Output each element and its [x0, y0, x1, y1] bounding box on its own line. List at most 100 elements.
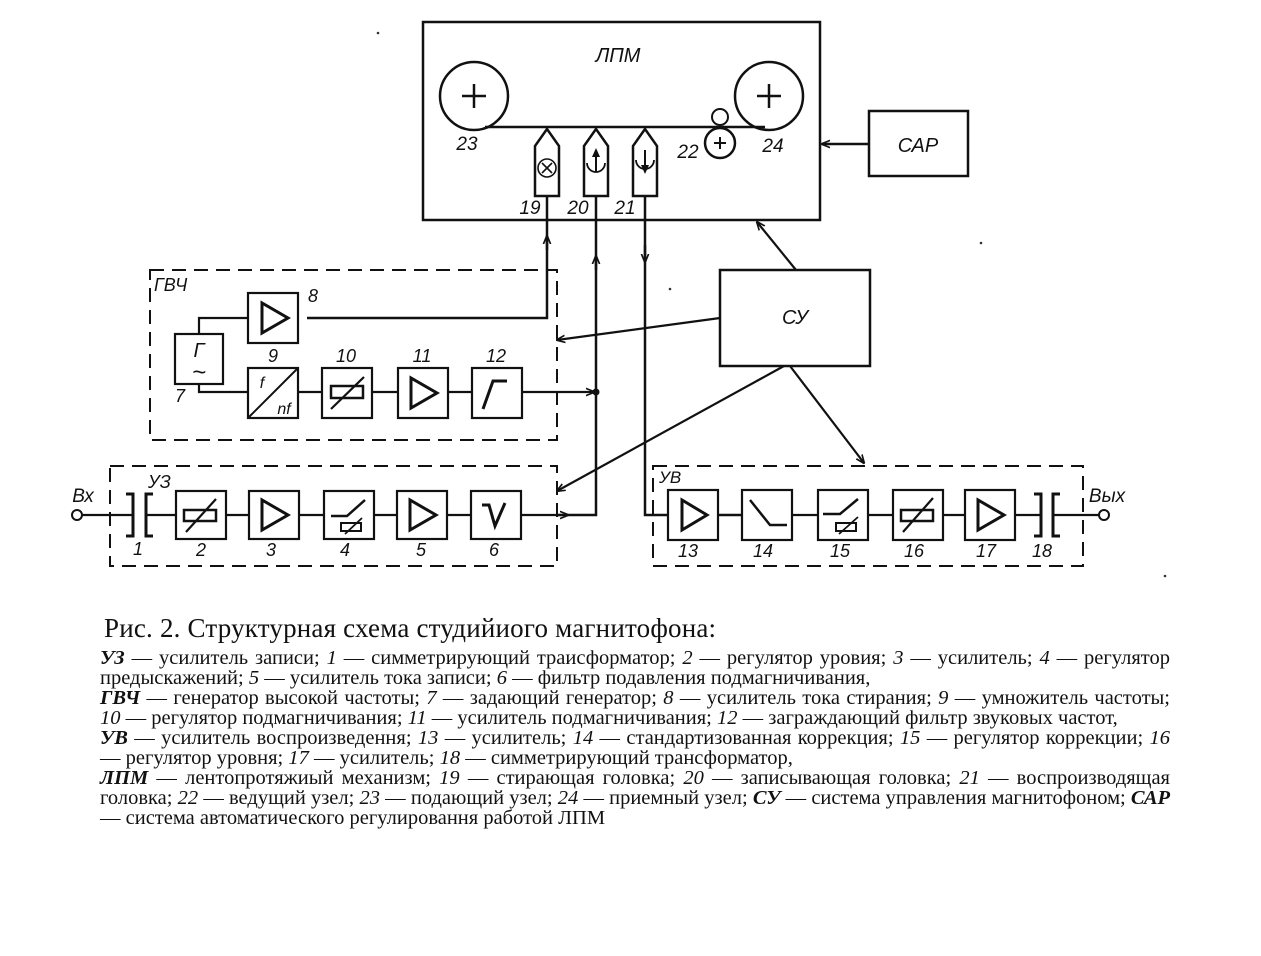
legend-key: 21 — [959, 767, 980, 789]
legend-key: 13 — [417, 727, 439, 749]
erase-amplifier-block — [246, 291, 300, 345]
label-16: 16 — [904, 541, 925, 561]
legend-text: — усилитель; — [438, 727, 573, 749]
label-22: 22 — [676, 142, 699, 163]
output-label: Вых — [1089, 486, 1127, 507]
figure-caption: Рис. 2. Структурная схема студийиого маг… — [100, 612, 1170, 828]
legend-text: — лентопротяжиый механизм; — [148, 767, 440, 789]
capstan-icon — [703, 108, 737, 160]
legend-key: 15 — [899, 727, 921, 749]
label-10: 10 — [336, 346, 356, 366]
legend-key: 2 — [682, 647, 693, 669]
input-label: Вх — [72, 486, 95, 507]
legend-key: 1 — [326, 647, 337, 669]
input-terminal[interactable] — [71, 509, 83, 521]
tape-transport-block: ЛПМ — [421, 20, 822, 222]
record-amplifier-block — [247, 489, 301, 541]
legend-text: — симметрирующий траисформатор; — [336, 647, 683, 669]
legend-key: 4 — [1039, 647, 1050, 669]
legend-key: 10 — [100, 707, 121, 729]
record-head-icon — [582, 126, 610, 198]
playback-signal-line — [643, 196, 668, 517]
legend-text: — генератор высокой частоты; — [140, 687, 427, 709]
playback-head-icon — [631, 126, 659, 198]
legend-paragraph: УВ — усилитель воспроизведення; 13 — уси… — [100, 727, 1171, 769]
gen-to-8-wire — [197, 316, 248, 334]
uv-group: УВ 13 14 15 16 17 18 — [652, 465, 1127, 567]
legend-text: — усилитель тока стирания; — [673, 687, 939, 709]
legend-key: 14 — [572, 727, 594, 749]
su-to-lpm-arrow — [757, 222, 797, 271]
legend-text: — фильтр подавления подмагничивания, — [506, 667, 871, 689]
su-to-uv-arrow — [789, 365, 864, 463]
correction-curve-icon — [749, 499, 787, 527]
standard-correction-block — [740, 488, 794, 542]
output-amplifier-block — [963, 488, 1017, 542]
print-speck — [668, 287, 672, 291]
legend-text: — симметрирующий трансформатор, — [460, 747, 793, 769]
erase-head-icon — [533, 126, 561, 198]
caption-title: Рис. 2. Структурная схема студийиого маг… — [104, 613, 717, 643]
legend-text: — усилитель; — [903, 647, 1040, 669]
playback-preamp-block — [666, 488, 720, 542]
label-14: 14 — [753, 541, 773, 561]
multiplier-bottom: nf — [277, 401, 292, 418]
legend-paragraph: УЗ — усилитель записи; 1 — симметрирующи… — [100, 647, 1170, 689]
resistor-icon — [835, 522, 857, 532]
label-23: 23 — [455, 134, 478, 155]
print-speck — [979, 241, 983, 245]
amplifier-icon — [976, 497, 1008, 533]
emphasis-curve-icon — [823, 498, 859, 516]
variable-arrow-icon — [902, 497, 934, 533]
label-24: 24 — [761, 136, 783, 157]
resistor-icon — [340, 522, 362, 532]
multiplier-top: f — [260, 375, 266, 392]
su-block: СУ — [718, 268, 872, 368]
record-signal-line — [557, 196, 598, 517]
legend-text: — регулятор уровия; — [692, 647, 894, 669]
legend-key: 7 — [426, 687, 437, 709]
resistor-icon — [182, 508, 218, 523]
legend-key: УЗ — [100, 647, 125, 669]
legend-key: 20 — [683, 767, 704, 789]
legend-text: — усилитель; — [308, 747, 440, 769]
legend-text: — усилитель воспроизведення; — [127, 727, 418, 749]
legend-text: — усилитель подмагничивания; — [426, 707, 717, 729]
variable-arrow-icon — [330, 376, 365, 410]
legend-text: — умножитель частоты; — [948, 687, 1171, 709]
legend-text: — заграждающий фильтр звуковых частот, — [737, 707, 1118, 729]
legend-key: 8 — [663, 687, 674, 709]
takeup-reel-icon — [733, 60, 805, 132]
legend-key: 9 — [938, 687, 949, 709]
legend-paragraph: ЛПМ — лентопротяжиый механизм; 19 — стир… — [100, 767, 1170, 829]
legend-text: — стандартизованная коррекция; — [593, 727, 900, 749]
uz-label: УЗ — [147, 472, 171, 492]
emphasis-curve-icon — [331, 499, 366, 518]
su-to-gvch-arrow — [557, 316, 721, 340]
label-15: 15 — [830, 541, 851, 561]
label-5: 5 — [416, 540, 427, 560]
legend-key: 3 — [893, 647, 904, 669]
legend-text: — воспроизводящая головка; — [100, 767, 1170, 809]
legend-key: 16 — [1149, 727, 1171, 749]
gen-to-9-wire — [197, 384, 248, 394]
legend-key: ЛПМ — [100, 767, 149, 789]
bias-amplifier-block — [396, 366, 450, 420]
block-diagram: ЛПМ — [71, 20, 1167, 578]
label-4: 4 — [340, 540, 350, 560]
legend-text: — регулятор подмагничивания; — [120, 707, 408, 729]
legend-paragraph: ГВЧ — генератор высокой частоты; 7 — зад… — [100, 687, 1171, 729]
print-speck — [1163, 574, 1167, 578]
legend-key: СУ — [752, 787, 781, 809]
label-17: 17 — [976, 541, 997, 561]
record-current-amplifier-block — [395, 489, 449, 541]
legend-key: 19 — [439, 767, 460, 789]
legend-key: 6 — [496, 667, 507, 689]
legend-key: ГВЧ — [100, 687, 141, 709]
print-speck — [376, 31, 380, 35]
uv-label: УВ — [658, 468, 681, 487]
label-21: 21 — [613, 198, 635, 219]
erase-signal-line — [307, 196, 549, 320]
output-terminal[interactable] — [1098, 509, 1110, 521]
label-9: 9 — [268, 346, 278, 366]
